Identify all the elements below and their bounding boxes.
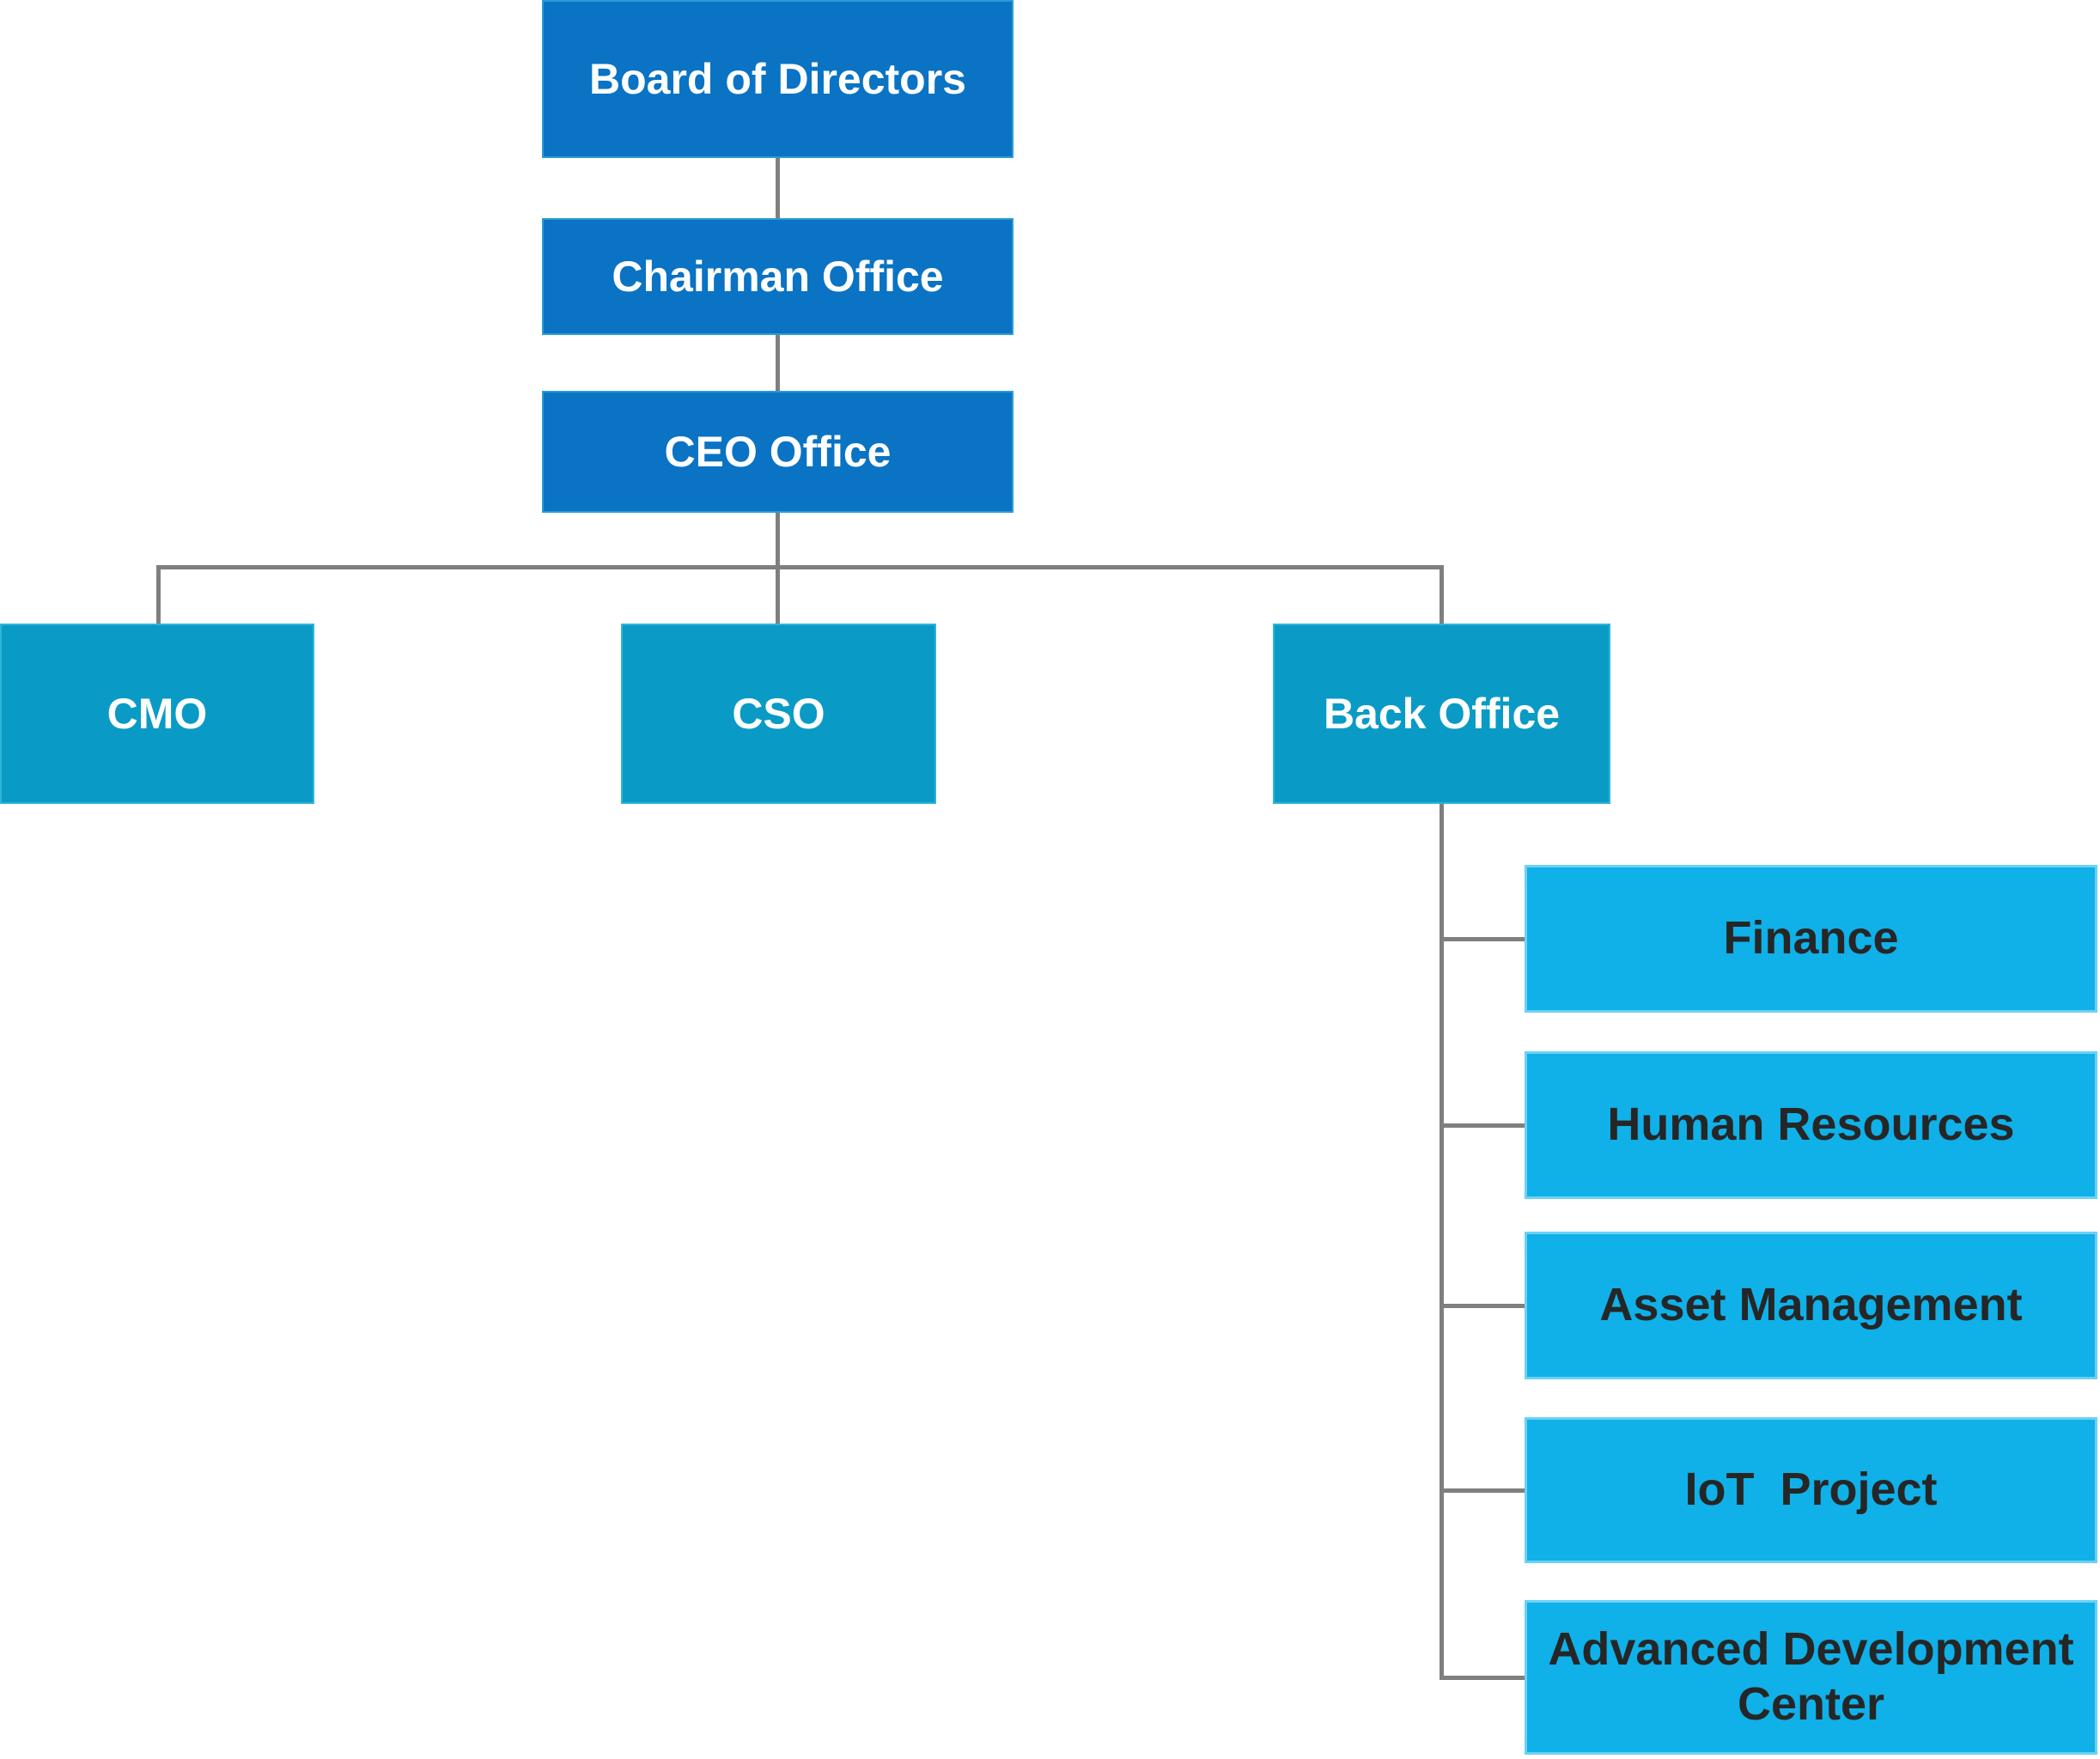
connector-stub-asset-management [1440, 1304, 1525, 1308]
node-label-cso: CSO [732, 689, 825, 738]
connector-ceo-children-hline [156, 565, 1444, 569]
node-label-ceo-office: CEO Office [664, 427, 892, 476]
connector-stub-iot-project [1440, 1488, 1525, 1493]
node-ceo-office: CEO Office [542, 391, 1013, 513]
node-cso: CSO [621, 624, 936, 804]
node-label-human-resources: Human Resources [1607, 1099, 2015, 1151]
connector-chairman-to-ceo [776, 332, 780, 394]
node-label-iot-project: IoT Project [1684, 1464, 1938, 1516]
node-finance: Finance [1525, 865, 2097, 1013]
connector-stub-finance [1440, 937, 1525, 941]
connector-stub-human-resources [1440, 1123, 1525, 1128]
node-label-board-of-directors: Board of Directors [589, 54, 966, 103]
node-back-office: Back Office [1273, 624, 1610, 804]
connector-stub-advanced-development-center [1440, 1676, 1525, 1680]
node-label-advanced-development-center: Advanced Development Center [1548, 1623, 2087, 1730]
node-label-back-office: Back Office [1323, 689, 1561, 738]
node-asset-management: Asset Management [1525, 1232, 2097, 1379]
node-chairman-office: Chairman Office [542, 218, 1013, 335]
node-human-resources: Human Resources [1525, 1051, 2097, 1199]
connector-board-to-chairman [776, 155, 780, 222]
node-board-of-directors: Board of Directors [542, 0, 1013, 158]
connector-stub-cmo [156, 565, 161, 627]
node-advanced-development-center: Advanced Development Center [1525, 1600, 2097, 1755]
node-label-asset-management: Asset Management [1599, 1279, 2023, 1331]
node-cmo: CMO [0, 624, 314, 804]
node-label-finance: Finance [1723, 912, 1899, 965]
connector-stub-back-office [1440, 565, 1444, 627]
node-label-cmo: CMO [107, 689, 208, 738]
connector-back-office-spine [1440, 800, 1444, 1679]
node-label-chairman-office: Chairman Office [612, 252, 944, 301]
node-iot-project: IoT Project [1525, 1417, 2097, 1563]
